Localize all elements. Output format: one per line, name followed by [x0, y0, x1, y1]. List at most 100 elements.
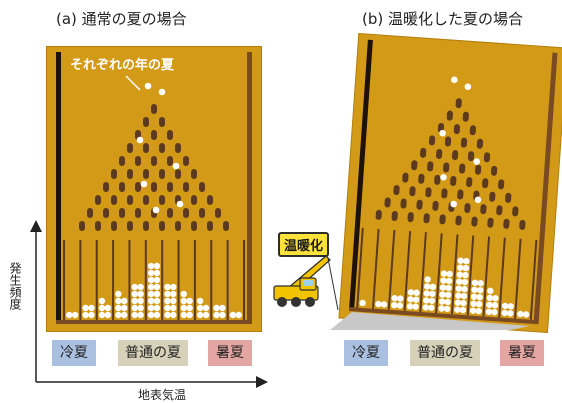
stacked-ball	[391, 295, 398, 302]
peg	[391, 211, 398, 222]
peg	[207, 195, 213, 205]
stacked-ball	[429, 290, 436, 298]
tag-hot-summer-a: 暑夏	[208, 340, 252, 366]
stacked-ball	[522, 311, 530, 318]
ball	[158, 88, 166, 96]
stacked-ball	[219, 311, 226, 319]
stacked-ball	[397, 295, 404, 302]
peg	[469, 125, 477, 136]
bin-divider	[371, 228, 380, 309]
peg	[151, 104, 157, 114]
tag-hot-summer-b: 暑夏	[500, 340, 544, 366]
peg	[175, 221, 181, 231]
peg	[151, 156, 157, 166]
peg	[103, 208, 109, 218]
bin-divider	[356, 227, 364, 308]
stacked-ball	[440, 270, 448, 277]
stacked-ball	[196, 311, 204, 319]
peg	[135, 208, 141, 218]
peg	[215, 208, 221, 218]
stacked-ball	[461, 285, 468, 293]
stacked-ball	[459, 306, 467, 314]
peg	[127, 143, 133, 153]
bin-divider	[482, 236, 491, 317]
stacked-ball	[439, 291, 446, 298]
stacked-ball	[164, 304, 171, 312]
stacked-ball	[121, 311, 128, 319]
stacked-ball	[423, 283, 431, 290]
ball	[474, 196, 482, 204]
stacked-ball	[186, 304, 193, 312]
ball	[464, 83, 472, 91]
stacked-ball	[455, 292, 462, 299]
stacked-ball	[137, 297, 144, 305]
peg	[159, 143, 165, 153]
ball	[450, 200, 457, 208]
bottom-rail	[348, 307, 539, 325]
peg	[79, 221, 85, 231]
peg	[409, 186, 416, 197]
peg	[471, 216, 478, 227]
stacked-ball	[170, 304, 177, 312]
stacked-ball	[439, 284, 447, 291]
ball	[152, 206, 160, 214]
stacked-ball	[131, 290, 138, 298]
stacked-ball	[476, 300, 483, 308]
stacked-ball	[196, 297, 204, 305]
stacked-ball	[501, 302, 509, 310]
stacked-ball	[153, 283, 161, 291]
stacked-ball	[471, 279, 479, 286]
callout-arrow	[125, 75, 141, 91]
stacked-ball	[180, 290, 187, 298]
peg	[407, 212, 414, 223]
stacked-ball	[147, 304, 155, 312]
peg	[503, 218, 510, 229]
ball	[144, 82, 152, 90]
peg	[135, 182, 141, 192]
stacked-ball	[213, 311, 220, 319]
stacked-ball	[455, 285, 462, 292]
peg	[474, 164, 482, 175]
left-rail	[349, 39, 373, 310]
stacked-ball	[461, 278, 469, 286]
stacked-ball	[213, 304, 220, 312]
stacked-ball	[457, 264, 464, 271]
stacked-ball	[476, 293, 483, 301]
stacked-ball	[131, 283, 138, 291]
stacked-ball	[98, 311, 106, 319]
peg	[127, 195, 133, 205]
peg	[183, 182, 189, 192]
stacked-ball	[407, 289, 415, 296]
stacked-ball	[438, 298, 446, 305]
board-normal-summer	[46, 46, 262, 332]
stacked-ball	[219, 304, 226, 312]
peg	[496, 205, 503, 216]
stacked-ball	[477, 279, 484, 287]
stacked-ball	[463, 257, 470, 265]
stacked-ball	[137, 290, 144, 298]
stacked-ball	[202, 311, 210, 319]
peg	[199, 208, 205, 218]
stacked-ball	[115, 311, 122, 319]
bin-divider	[498, 237, 506, 318]
tilted-board-wrap	[338, 33, 562, 337]
stacked-ball	[131, 311, 138, 319]
peg	[127, 169, 133, 179]
stacked-ball	[121, 304, 128, 312]
stacked-ball	[440, 277, 447, 284]
peg	[87, 208, 93, 218]
peg	[127, 221, 133, 231]
stacked-ball	[460, 292, 468, 300]
stacked-ball	[462, 264, 470, 272]
stacked-ball	[445, 277, 453, 285]
peg	[151, 130, 157, 140]
stacked-ball	[147, 297, 155, 305]
peg	[111, 195, 117, 205]
stacked-ball	[147, 262, 155, 270]
stacked-ball	[491, 302, 499, 309]
peg	[159, 221, 165, 231]
stacked-ball	[471, 286, 478, 293]
peg	[459, 163, 466, 174]
stacked-ball	[104, 311, 112, 319]
stacked-ball	[196, 304, 204, 312]
